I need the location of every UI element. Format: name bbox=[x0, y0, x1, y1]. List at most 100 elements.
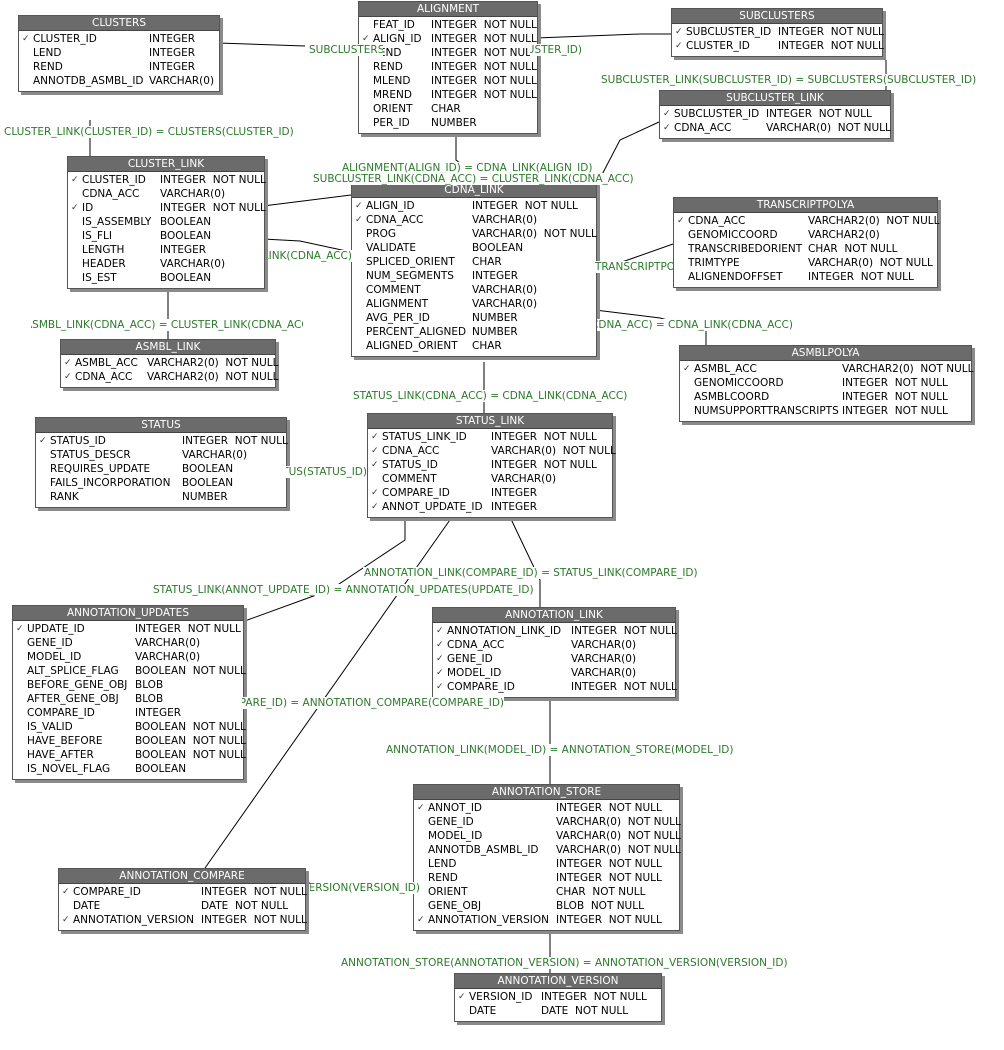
column-type: INTEGER NOT NULL bbox=[808, 271, 914, 283]
column-type: INTEGER NOT NULL bbox=[571, 625, 677, 637]
check-key-icon: ✓ bbox=[71, 203, 79, 213]
column-type: VARCHAR(0) bbox=[571, 653, 637, 665]
table-title: ASMBL_LINK bbox=[61, 340, 275, 355]
check-key-icon: ✓ bbox=[64, 372, 72, 382]
column-type: INTEGER NOT NULL bbox=[160, 202, 266, 214]
check-key-icon: ✓ bbox=[362, 34, 370, 44]
column-name: ALIGNENDOFFSET bbox=[688, 271, 783, 283]
column-type: VARCHAR2(0) NOT NULL bbox=[147, 371, 279, 383]
column-name: ALIGNMENT bbox=[366, 298, 429, 310]
relationship-label: STATUS_LINK(STATUS_ID) = STATUS(STATUS_I… bbox=[286, 466, 367, 478]
relationship-label-text: CDNA_LINK(CDNA_ACC) = CLUSTER_LINK(CDNA_… bbox=[268, 250, 352, 262]
table-title: ANNOTATION_STORE bbox=[414, 785, 679, 800]
column-name: IS_VALID bbox=[27, 721, 73, 733]
column-type: INTEGER bbox=[149, 33, 196, 45]
column-name: COMMENT bbox=[382, 473, 437, 485]
relationship-label: ALIGNMENT(ALIGN_ID) = CDNA_LINK(ALIGN_ID… bbox=[341, 162, 594, 174]
column-type: CHAR bbox=[472, 256, 502, 268]
column-type: INTEGER NOT NULL bbox=[842, 391, 948, 403]
column-type: INTEGER NOT NULL bbox=[160, 174, 266, 186]
check-key-icon: ✓ bbox=[436, 640, 444, 650]
column-name: ANNOT_UPDATE_ID bbox=[382, 501, 483, 513]
column-row: ASMBLCOORD INTEGER NOT NULL bbox=[680, 390, 971, 404]
relationship-label: ASMBL_LINK(CDNA_ACC) = CLUSTER_LINK(CDNA… bbox=[31, 319, 303, 331]
relationship-label-text: STATUS_LINK(STATUS_ID) = STATUS(STATUS_I… bbox=[286, 466, 367, 478]
column-name: ALIGN_ID bbox=[373, 33, 422, 45]
column-type: BOOLEAN NOT NULL bbox=[135, 749, 246, 761]
column-name: REND bbox=[428, 872, 458, 884]
relationship-label-text: ASMBL_LINK(CDNA_ACC) = CLUSTER_LINK(CDNA… bbox=[31, 319, 303, 331]
relationship-label: STATUS_LINK(CDNA_ACC) = CDNA_LINK(CDNA_A… bbox=[352, 390, 629, 402]
check-key-icon: ✓ bbox=[62, 915, 70, 925]
check-key-icon: ✓ bbox=[371, 488, 379, 498]
column-type: VARCHAR2(0) NOT NULL bbox=[147, 357, 279, 369]
relationship-label-text: SUBCLUSTERS(CLUSTER_ID) = CLUSTERS(CLUST… bbox=[530, 44, 582, 56]
column-type: VARCHAR(0) NOT NULL bbox=[556, 830, 681, 842]
column-type: VARCHAR(0) NOT NULL bbox=[491, 445, 616, 457]
column-type: CHAR NOT NULL bbox=[556, 886, 646, 898]
column-name: STATUS_ID bbox=[50, 435, 106, 447]
column-type: BOOLEAN bbox=[160, 230, 212, 242]
column-type: VARCHAR(0) NOT NULL bbox=[766, 122, 891, 134]
column-name: CDNA_ACC bbox=[75, 371, 133, 383]
column-type: INTEGER bbox=[135, 707, 182, 719]
column-type: BOOLEAN bbox=[135, 763, 187, 775]
column-type: VARCHAR2(0) NOT NULL bbox=[808, 215, 940, 227]
column-name: MREND bbox=[373, 89, 412, 101]
check-key-icon: ✓ bbox=[436, 626, 444, 636]
column-type: CHAR NOT NULL bbox=[808, 243, 898, 255]
column-name: ASMBLCOORD bbox=[694, 391, 770, 403]
column-name: GENE_ID bbox=[428, 816, 474, 828]
column-type: INTEGER NOT NULL bbox=[556, 872, 662, 884]
column-row: REND INTEGER NOT NULL bbox=[414, 871, 679, 885]
column-type: INTEGER NOT NULL bbox=[201, 914, 307, 926]
column-name: CDNA_ACC bbox=[366, 214, 424, 226]
column-type: VARCHAR(0) bbox=[135, 637, 201, 649]
column-name: HAVE_BEFORE bbox=[27, 735, 103, 747]
column-type: INTEGER NOT NULL bbox=[766, 108, 872, 120]
table-title: SUBCLUSTER_LINK bbox=[660, 91, 890, 106]
column-type: VARCHAR(0) bbox=[571, 639, 637, 651]
column-name: ANNOTDB_ASMBL_ID bbox=[33, 75, 144, 87]
